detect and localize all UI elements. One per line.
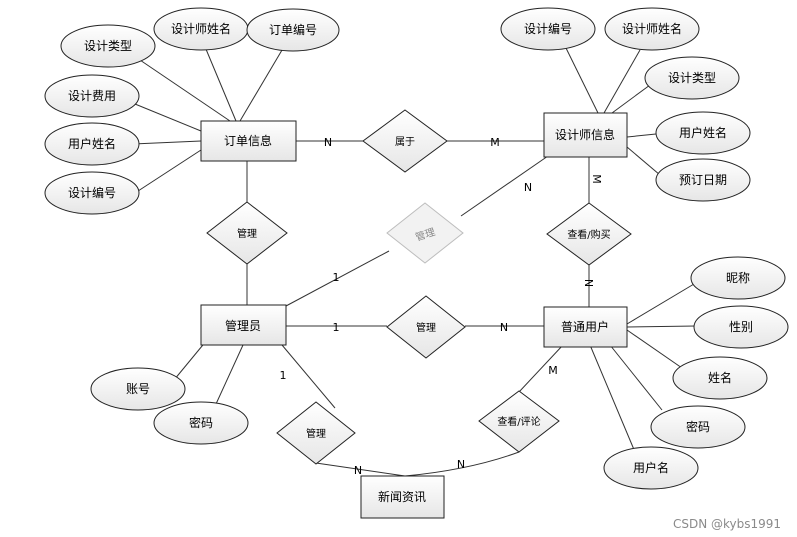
attribute-label: 预订日期	[679, 173, 727, 187]
cardinality-label: M	[490, 136, 500, 149]
cardinality-label: M	[590, 174, 603, 184]
attribute-admin-account: 账号	[90, 367, 186, 411]
attribute-user-name: 姓名	[672, 356, 768, 400]
attribute-label: 设计师姓名	[622, 21, 682, 36]
entity-admin: 管理员	[200, 304, 287, 346]
cardinality-label: N	[582, 279, 595, 287]
attribute-user-username: 用户名	[603, 446, 699, 490]
relationship-manage-user: 管理	[386, 295, 466, 359]
entity-label: 管理员	[225, 318, 261, 333]
attribute-order-design-fee: 设计费用	[44, 74, 140, 118]
entity-order: 订单信息	[200, 120, 297, 162]
cardinality-label: N	[324, 136, 332, 149]
entity-user: 普通用户	[543, 306, 628, 348]
attribute-order-user-name: 用户姓名	[44, 122, 140, 166]
attribute-label: 设计师姓名	[171, 21, 231, 36]
cardinality-label: 1	[333, 321, 340, 334]
attribute-label: 设计类型	[84, 39, 132, 53]
relationship-label: 属于	[395, 136, 415, 148]
attribute-label: 密码	[686, 419, 710, 434]
attribute-user-gender: 性别	[693, 305, 789, 349]
attribute-order-order-id: 订单编号	[246, 8, 340, 52]
attribute-admin-password: 密码	[153, 401, 249, 445]
entity-label: 普通用户	[561, 319, 609, 334]
attribute-user-password: 密码	[650, 405, 746, 449]
attribute-label: 用户姓名	[679, 125, 727, 140]
watermark: CSDN @kybs1991	[673, 517, 781, 531]
relationship-label: 管理	[237, 227, 257, 240]
connector-lines	[132, 41, 697, 477]
attribute-label: 性别	[729, 320, 753, 334]
attribute-designer-user-name: 用户姓名	[655, 111, 751, 155]
entity-label: 订单信息	[224, 133, 272, 148]
attribute-user-nickname: 昵称	[690, 256, 786, 300]
attribute-designer-designer-name: 设计师姓名	[604, 7, 700, 51]
relationship-label: 管理	[306, 427, 326, 440]
entity-label: 设计师信息	[555, 127, 615, 142]
attribute-label: 设计费用	[68, 89, 116, 103]
attribute-designer-booking-date: 预订日期	[655, 158, 751, 202]
attribute-label: 订单编号	[269, 22, 317, 37]
entity-news: 新闻资讯	[360, 475, 445, 519]
cardinality-label: N	[524, 181, 532, 194]
cardinality-label: 1	[280, 369, 287, 382]
entity-label: 新闻资讯	[378, 489, 426, 504]
relationship-label: 管理	[416, 321, 436, 334]
attribute-designer-design-id: 设计编号	[500, 7, 596, 51]
relationship-view-comment: 查看/评论	[478, 390, 560, 453]
attribute-label: 设计编号	[524, 21, 572, 36]
attribute-label: 姓名	[708, 370, 732, 385]
relationship-label: 查看/评论	[497, 415, 540, 428]
relationship-manage-order: 管理	[206, 201, 288, 265]
attribute-designer-design-type: 设计类型	[644, 56, 740, 100]
cardinality-label: 1	[333, 271, 340, 284]
attribute-label: 用户姓名	[68, 136, 116, 151]
relationship-manage-news: 管理	[276, 401, 356, 465]
attribute-order-design-id: 设计编号	[44, 171, 140, 215]
relationship-view-buy: 查看/购买	[546, 202, 632, 266]
attribute-label: 密码	[189, 415, 213, 430]
cardinality-label: N	[457, 458, 465, 471]
attribute-label: 用户名	[633, 460, 669, 475]
cardinality-label: N	[354, 464, 362, 477]
attribute-label: 昵称	[726, 271, 750, 285]
attribute-label: 设计编号	[68, 185, 116, 200]
relationship-label: 查看/购买	[567, 228, 610, 241]
relationship-manage-designer: 管理	[386, 202, 464, 264]
cardinality-label: M	[548, 364, 558, 377]
relationship-belongs: 属于	[362, 109, 448, 173]
attribute-label: 账号	[126, 382, 150, 396]
entity-designer: 设计师信息	[543, 112, 628, 158]
attribute-order-design-type: 设计类型	[60, 24, 156, 68]
attribute-label: 设计类型	[668, 71, 716, 85]
cardinality-label: N	[500, 321, 508, 334]
attribute-order-designer-name: 设计师姓名	[153, 7, 249, 51]
